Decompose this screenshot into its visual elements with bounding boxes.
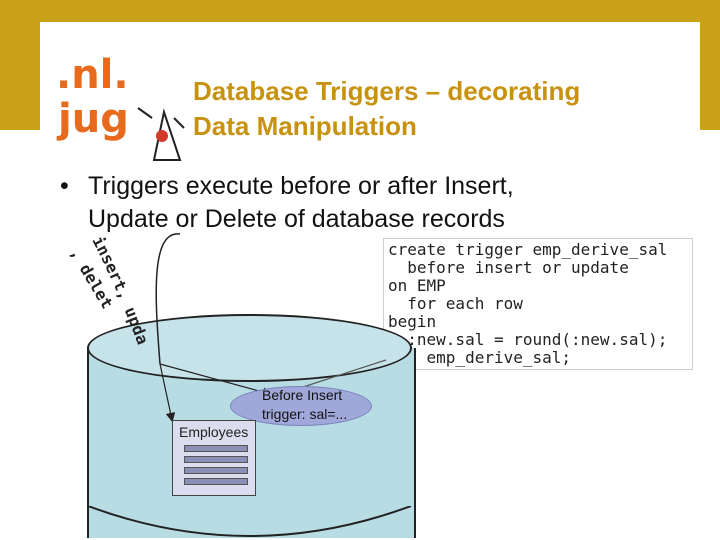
database-cylinder-bottom	[87, 506, 412, 537]
trigger-label: Before Insert trigger: sal=...	[262, 387, 348, 422]
logo-text-nl: .nl.	[56, 52, 129, 98]
employees-label: Employees	[179, 424, 249, 440]
trigger-oval	[230, 386, 372, 426]
nljug-logo: .nl. jug	[56, 52, 185, 161]
arrow-into-db	[155, 233, 181, 365]
slide-title: Database Triggers – decorating Data Mani…	[193, 76, 581, 141]
connector-trigger-code	[299, 359, 387, 389]
header-card	[40, 22, 700, 130]
table-row	[184, 467, 248, 474]
code-line: before insert or update	[388, 258, 629, 277]
code-line: on EMP	[388, 276, 446, 295]
code-line: begin	[388, 312, 437, 331]
database-cylinder-top	[87, 314, 412, 382]
arrow-to-trigger	[159, 363, 273, 397]
header-band-right	[700, 0, 720, 130]
bullet-text: Triggers execute before or after Insert,…	[88, 172, 514, 233]
code-line: :new.sal = round(:new.sal);	[388, 330, 668, 349]
duke-mascot-icon	[137, 107, 185, 161]
trigger-code-block: create trigger emp_derive_sal before ins…	[383, 238, 693, 370]
curved-label-insert-update: insert, update	[0, 0, 152, 347]
table-row	[184, 445, 248, 452]
curved-label-delete: , delete	[0, 0, 117, 312]
header-band	[0, 0, 720, 22]
bullet-dot: •	[60, 172, 69, 200]
code-line: create trigger emp_derive_sal	[388, 240, 668, 259]
arrow-to-employees	[159, 363, 176, 423]
code-line: for each row	[388, 294, 523, 313]
header-band-left	[0, 0, 40, 130]
logo-text-jug: jug	[56, 96, 129, 142]
table-row	[184, 456, 248, 463]
table-row	[184, 478, 248, 485]
